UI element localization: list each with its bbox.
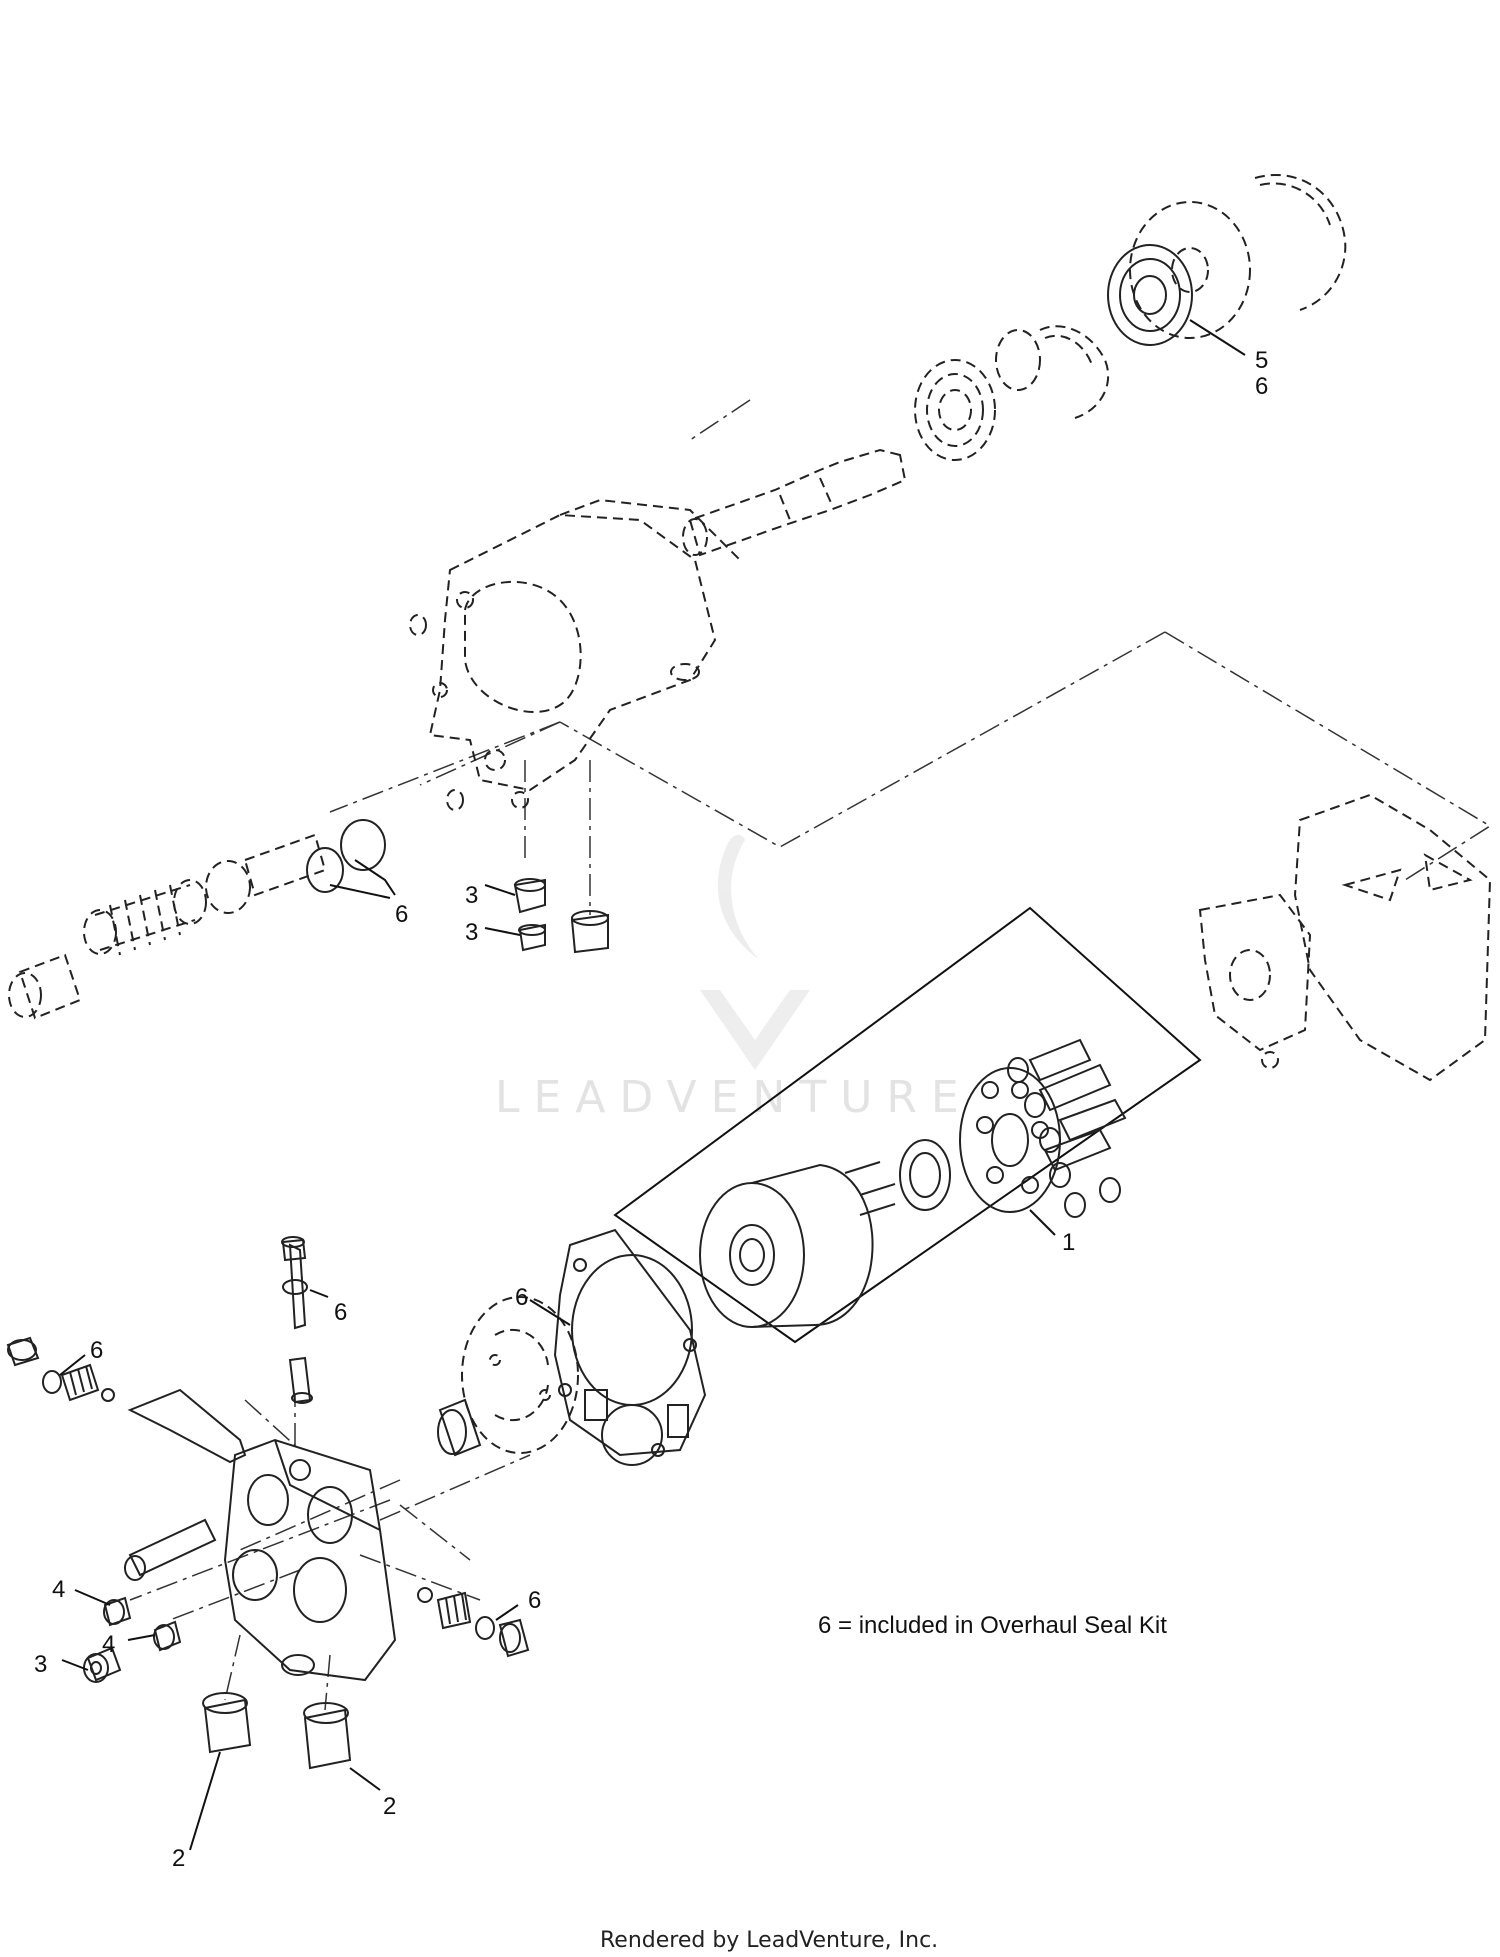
shaft-bearing <box>914 359 996 461</box>
housing-dowel-pin <box>409 614 464 811</box>
thrust-washer <box>1129 201 1251 339</box>
rotating-kit-box <box>613 906 1202 1344</box>
side-fitting-a <box>103 1596 132 1627</box>
end-cap-gasket <box>553 1228 707 1466</box>
end-cap <box>223 1438 397 1682</box>
servo-spring <box>83 879 207 956</box>
block-spring-pins <box>844 1161 896 1216</box>
cap-screw <box>124 1518 217 1581</box>
callout-4-lower: 4 <box>102 1631 115 1658</box>
callout-6-seal: 6 <box>1255 373 1268 400</box>
bottom-plug-b <box>303 1702 352 1770</box>
left-plug <box>6 1336 40 1367</box>
watermark-logo-icon <box>700 834 810 1070</box>
callout-1: 1 <box>1062 1229 1075 1256</box>
block-bearing <box>899 1139 951 1211</box>
left-spring <box>60 1363 100 1402</box>
drive-shaft <box>682 448 907 557</box>
callout-3-lower: 3 <box>465 919 478 946</box>
callout-2-right: 2 <box>383 1793 396 1820</box>
retainer-plate <box>959 1067 1061 1213</box>
footer-credit: Rendered by LeadVenture, Inc. <box>600 1928 938 1953</box>
callout-4-upper: 4 <box>52 1576 65 1603</box>
servo-orings <box>306 819 386 893</box>
end-cap-bearing <box>437 1398 482 1457</box>
plug-upper-small <box>513 878 546 914</box>
pistons <box>1007 1038 1127 1218</box>
callout-3-upper: 3 <box>465 882 478 909</box>
servo-cover <box>8 953 82 1020</box>
seal-kit-note: 6 = included in Overhaul Seal Kit <box>818 1612 1167 1639</box>
callout-6-top-plug: 6 <box>334 1299 347 1326</box>
retaining-ring <box>995 329 1041 391</box>
callout-5: 5 <box>1255 347 1268 374</box>
assembly-centerlines <box>129 399 1492 1711</box>
plug-housing-large <box>570 910 609 954</box>
check-valve-poppet <box>101 1388 247 1464</box>
valve-plate <box>461 1296 579 1454</box>
right-spring <box>417 1587 472 1630</box>
top-plug <box>281 1236 307 1262</box>
side-fitting-b <box>153 1620 182 1652</box>
plug-lower-small <box>518 923 546 952</box>
callout-3-end-cap: 3 <box>34 1651 47 1678</box>
shaft-seal <box>1107 244 1193 346</box>
swashplate-plate <box>1293 793 1492 1082</box>
pump-housing <box>428 498 741 809</box>
servo-piston <box>205 833 327 914</box>
cylinder-block <box>699 1163 874 1328</box>
snap-ring-outer <box>1254 173 1347 311</box>
callout-6-orings: 6 <box>395 901 408 928</box>
cradle-bearing <box>1198 893 1312 1069</box>
snap-ring-inner <box>1039 325 1110 419</box>
callout-6-right: 6 <box>528 1587 541 1614</box>
watermark-text: LEADVENTURE <box>495 1072 973 1123</box>
callout-6-left: 6 <box>90 1337 103 1364</box>
left-oring <box>42 1370 62 1394</box>
bottom-plug-a <box>202 1692 252 1754</box>
right-oring <box>475 1616 495 1640</box>
callout-6-gasket: 6 <box>515 1284 528 1311</box>
top-plug-oring <box>282 1279 308 1295</box>
right-plug <box>498 1618 530 1658</box>
leader-lines <box>59 319 1246 1851</box>
callout-2-left: 2 <box>172 1845 185 1872</box>
charge-relief-cartridge <box>288 1243 313 1404</box>
